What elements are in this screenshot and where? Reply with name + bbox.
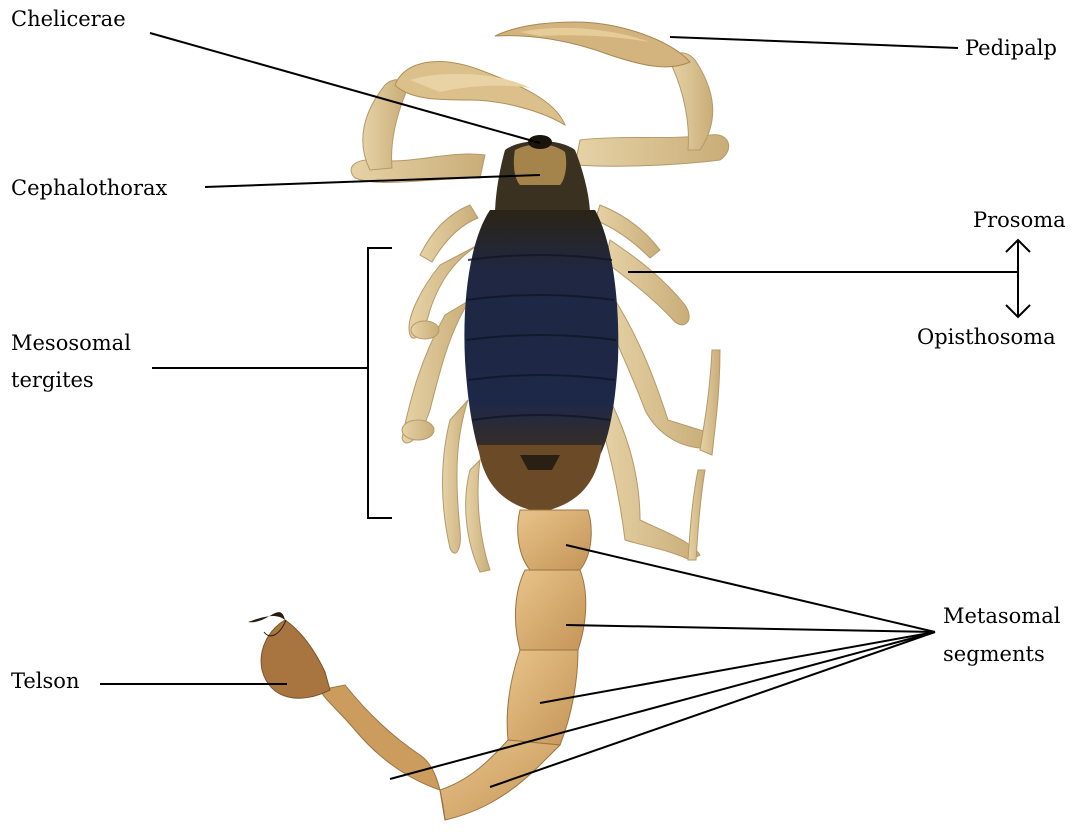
pedipalp-label: Pedipalp: [965, 35, 1057, 62]
pedipalp-leader: [670, 37, 958, 48]
mesosomal-label-line1: Mesosomal: [11, 330, 131, 357]
metasomal-leader-1: [566, 545, 935, 632]
metasomal-leader-5: [490, 632, 935, 787]
metasomal-label-line1: Metasomal: [943, 603, 1060, 630]
mesosomal-bracket: [368, 248, 392, 518]
cephalothorax-leader: [205, 175, 540, 187]
metasomal-leader-4: [390, 632, 935, 779]
telson-label: Telson: [11, 668, 79, 695]
chelicerae-label: Chelicerae: [11, 6, 126, 33]
metasomal-leader-3: [540, 632, 935, 703]
mesosomal-label-line2: tergites: [11, 367, 94, 394]
metasomal-label-line2: segments: [943, 641, 1045, 668]
chelicerae-leader: [150, 33, 540, 143]
prosoma-label: Prosoma: [973, 207, 1066, 234]
metasomal-leader-2: [566, 625, 935, 632]
opisthosoma-label: Opisthosoma: [917, 324, 1056, 351]
cephalothorax-label: Cephalothorax: [11, 175, 167, 202]
